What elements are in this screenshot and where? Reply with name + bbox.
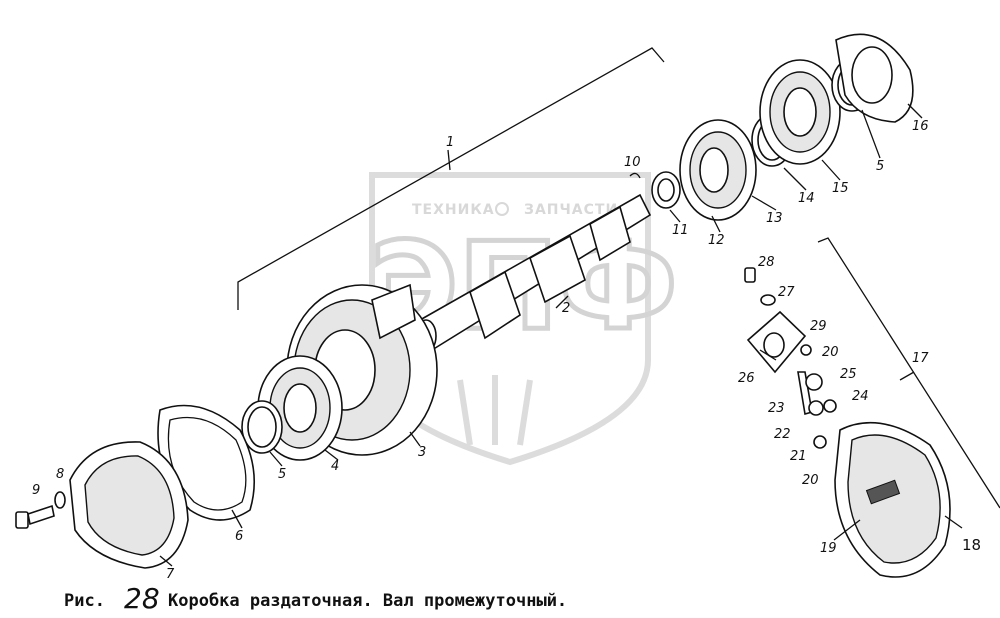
callout-23: 23 [768,401,785,416]
callout-20-top: 20 [822,345,839,360]
bearing-part-11 [651,171,681,209]
callout-14: 14 [798,191,815,206]
callout-9: 9 [32,483,40,498]
callout-26: 26 [738,371,755,386]
callout-29: 29 [810,319,827,334]
callout-6: 6 [235,529,243,544]
cover-part-16 [835,33,914,123]
bearing-part-15 [759,59,841,165]
callout-13: 13 [766,211,783,226]
callout-1: 1 [446,135,454,150]
small-parts-20-25 [797,344,837,449]
callout-20-bottom: 20 [802,473,819,488]
ring-part-5-left [241,400,283,454]
bracket-group-1 [237,47,665,310]
leader-lines [159,103,963,567]
bearing-part-12-13 [679,119,757,221]
caption-text: Коробка раздаточная. Вал промежуточный. [168,591,567,611]
caption-number: 28 [124,582,160,615]
flange-part-26-29 [744,267,807,374]
watermark-gear-icon [495,202,509,216]
callout-7: 7 [166,567,175,582]
callout-21: 21 [790,449,807,464]
callout-11: 11 [672,223,689,238]
callout-4: 4 [331,459,339,474]
bearing-part-4 [257,355,343,461]
bolt-part-9 [15,504,55,529]
clip-part-10 [629,172,641,179]
callout-15: 15 [832,181,849,196]
callout-27: 27 [778,285,795,300]
callout-10: 10 [624,155,641,170]
callout-12: 12 [708,233,725,248]
housing-part-18 [834,421,951,578]
callout-22: 22 [774,427,791,442]
callout-28: 28 [758,255,775,270]
callout-25: 25 [840,367,857,382]
callout-2: 2 [562,301,570,316]
callout-16: 16 [912,119,929,134]
callout-5-left: 5 [278,467,286,482]
watermark-right-word: ЗАПЧАСТИ [524,202,618,218]
figure-caption: Рис. 28 Коробка раздаточная. Вал промежу… [64,582,567,615]
caption-prefix: Рис. [64,591,105,611]
bracket-group-17 [817,237,1000,509]
callout-5-right: 5 [876,159,884,174]
cover-part-7 [69,441,189,569]
callout-18: 18 [962,536,981,554]
callout-3: 3 [418,445,426,460]
watermark-left-word: ТЕХНИКА [412,202,495,218]
callout-labels: 1 2 3 4 5 5 6 7 8 9 10 11 12 13 14 15 16… [32,119,981,582]
washer-part-8 [54,491,66,509]
callout-19: 19 [820,541,837,556]
callout-24: 24 [852,389,869,404]
callout-17: 17 [912,351,929,366]
callout-8: 8 [56,467,64,482]
watermark-wheat-icon [457,375,533,446]
